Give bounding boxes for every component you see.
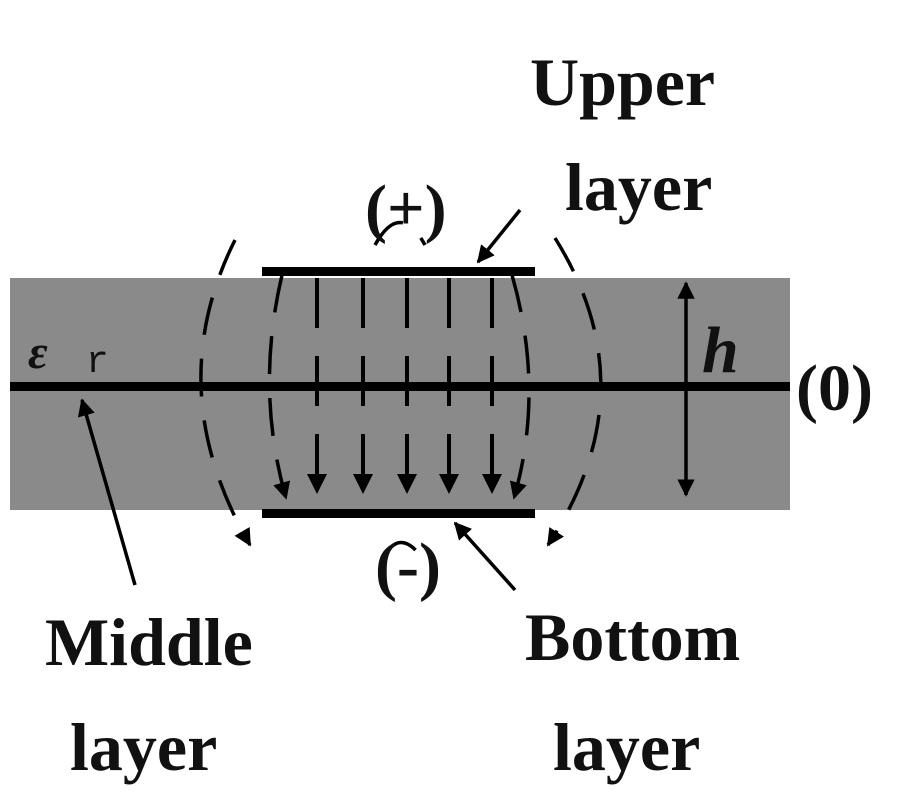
upper-layer-label-2: layer — [565, 149, 712, 225]
upper-layer-plate — [262, 267, 535, 276]
field-lines — [199, 220, 603, 557]
plus-potential-label: (+) — [365, 172, 447, 245]
permittivity-symbol: ε — [28, 326, 48, 379]
zero-potential-label: (0) — [796, 352, 873, 425]
thickness-h-label: h — [702, 314, 739, 387]
minus-potential-label: (-) — [375, 530, 441, 603]
middle-layer-label: Middle — [45, 604, 253, 680]
bottom-layer-label: Bottom — [525, 599, 740, 675]
permittivity-subscript: r — [86, 341, 109, 384]
middle-layer-label-2: layer — [70, 709, 217, 785]
bottom-layer-plate — [262, 509, 535, 518]
label-arrows — [77, 208, 695, 592]
dielectric-substrate — [10, 278, 790, 510]
upper-layer-label: Upper — [530, 44, 715, 120]
middle-layer-conductor — [10, 382, 790, 391]
bottom-layer-label-2: layer — [553, 709, 700, 785]
